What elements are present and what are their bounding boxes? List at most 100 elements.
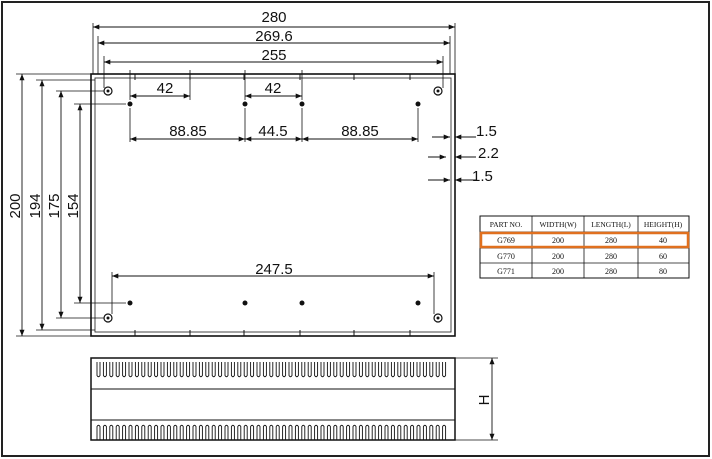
dim-269-6: 269.6 <box>255 28 293 45</box>
fin-slot <box>307 424 312 440</box>
fin-slot <box>320 362 325 378</box>
fin-slot <box>218 362 223 378</box>
fin-slot <box>442 362 447 378</box>
fin-slot <box>314 362 319 378</box>
fin-slot <box>186 424 191 440</box>
fin-slot <box>96 362 101 378</box>
fin-slot <box>275 424 280 440</box>
fin-slot <box>320 424 325 440</box>
fin-slot <box>160 424 165 440</box>
fin-slot <box>211 362 216 378</box>
fin-slot <box>314 424 319 440</box>
table-row-g770-length: 280 <box>605 252 617 261</box>
side-ribs-bottom <box>96 424 447 440</box>
fin-slot <box>333 362 338 378</box>
dim-1-5-bottom: 1.5 <box>472 168 493 185</box>
table-header-length: LENGTH(L) <box>591 220 631 229</box>
table-header-width: WIDTH(W) <box>539 220 577 229</box>
fin-slot <box>397 362 402 378</box>
enclosure-outline <box>90 73 456 337</box>
table-row-g769-length: 280 <box>605 236 617 245</box>
fin-slot <box>237 362 242 378</box>
fin-slot <box>141 362 146 378</box>
fin-slot <box>128 362 133 378</box>
fin-slot <box>352 362 357 378</box>
fin-slot <box>288 424 293 440</box>
fin-slot <box>134 362 139 378</box>
fin-slot <box>102 362 107 378</box>
dim-255: 255 <box>261 47 286 64</box>
fin-slot <box>115 424 120 440</box>
table-row-g769-width: 200 <box>552 236 564 245</box>
fin-slot <box>262 362 267 378</box>
fin-slot <box>250 362 255 378</box>
dim-154: 154 <box>65 193 82 218</box>
fin-slot <box>122 424 127 440</box>
fin-slot <box>301 362 306 378</box>
fin-slot <box>102 424 107 440</box>
fin-slot <box>147 362 152 378</box>
fin-slot <box>301 424 306 440</box>
table-row-g770-width: 200 <box>552 252 564 261</box>
fin-slot <box>378 424 383 440</box>
dimension-lines <box>93 24 455 279</box>
fin-slot <box>410 424 415 440</box>
fin-slot <box>429 424 434 440</box>
parts-table: PART NO. WIDTH(W) LENGTH(L) HEIGHT(H) G7… <box>479 215 690 279</box>
left-dimension-lines <box>19 74 83 336</box>
table-row-g771-part: G771 <box>497 267 515 276</box>
fin-slot <box>166 362 171 378</box>
fin-slot <box>422 424 427 440</box>
table-row-g769-part: G769 <box>497 236 515 245</box>
fin-slot <box>109 362 114 378</box>
fin-slot <box>339 362 344 378</box>
fin-slot <box>358 362 363 378</box>
fin-slot <box>96 424 101 440</box>
dim-88-85-left: 88.85 <box>169 123 207 140</box>
fin-slot <box>333 424 338 440</box>
fin-slot <box>307 362 312 378</box>
fin-slot <box>422 362 427 378</box>
fin-slot <box>410 362 415 378</box>
fin-slot <box>294 424 299 440</box>
dim-44-5: 44.5 <box>258 123 287 140</box>
fin-slot <box>371 362 376 378</box>
dim-2-2: 2.2 <box>478 145 499 162</box>
fin-slot <box>371 424 376 440</box>
side-ribs-top <box>96 362 447 378</box>
highlighted-row-box <box>479 231 690 249</box>
fin-slot <box>294 362 299 378</box>
fin-slot <box>166 424 171 440</box>
enclosure-inner-outline <box>94 77 452 333</box>
fin-slot <box>243 362 248 378</box>
dim-88-85-right: 88.85 <box>341 123 379 140</box>
top-view: 280 269.6 255 42 42 88.85 44.5 88.85 247… <box>7 9 499 337</box>
dim-247-5: 247.5 <box>255 261 293 278</box>
fin-slot <box>256 424 261 440</box>
fin-slot <box>384 362 389 378</box>
table-row-g769-height: 40 <box>659 236 667 245</box>
side-view: H <box>90 357 498 441</box>
fin-slot <box>442 424 447 440</box>
fin-slot <box>262 424 267 440</box>
table-row-g771-length: 280 <box>605 267 617 276</box>
fin-slot <box>288 362 293 378</box>
fin-slot <box>352 424 357 440</box>
dim-280: 280 <box>261 9 286 26</box>
dim-175: 175 <box>46 193 63 218</box>
table-header-part-no: PART NO. <box>490 220 523 229</box>
fin-slot <box>179 362 184 378</box>
fin-slot <box>339 424 344 440</box>
top-rib-ticks <box>134 74 411 336</box>
fin-slot <box>346 362 351 378</box>
dim-200: 200 <box>7 193 24 218</box>
fin-slot <box>326 424 331 440</box>
fin-slot <box>269 362 274 378</box>
mounting-holes <box>127 101 421 306</box>
dim-194: 194 <box>27 193 44 218</box>
fin-slot <box>435 362 440 378</box>
fin-slot <box>198 362 203 378</box>
fin-slot <box>154 424 159 440</box>
